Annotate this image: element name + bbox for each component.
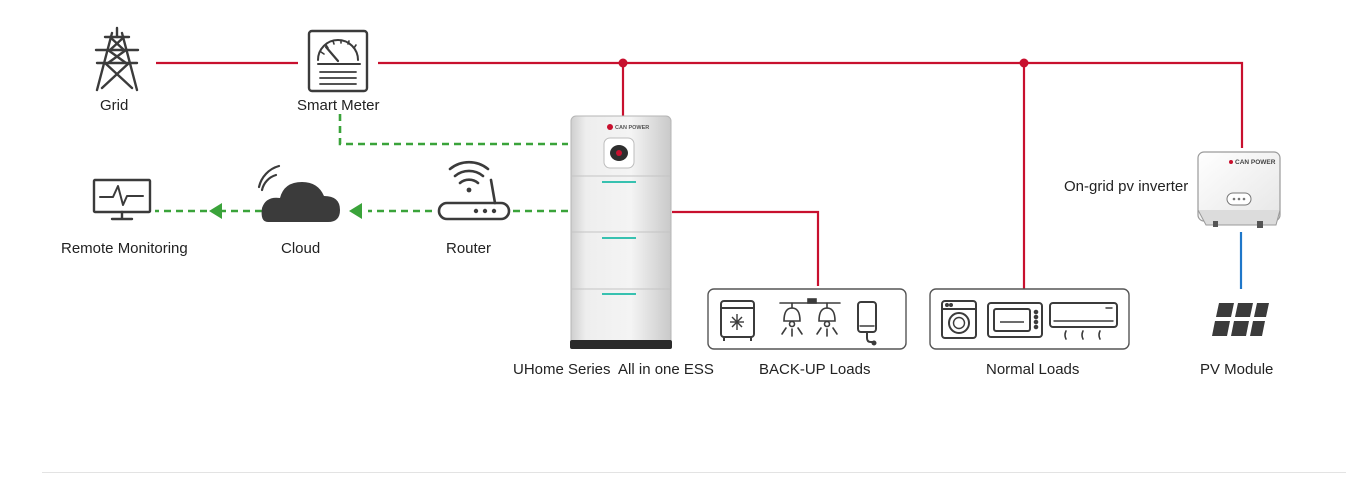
router-label: Router: [446, 240, 492, 257]
pv-module-label: PV Module: [1200, 361, 1274, 378]
ceiling-lamp-icon: [779, 298, 841, 337]
microwave-icon: [987, 302, 1043, 338]
normal-loads-label: Normal Loads: [986, 361, 1080, 378]
inverter-box: CAN POWER: [1197, 151, 1281, 228]
footer-divider: [42, 472, 1346, 473]
inverter-brand-logo: CAN POWER: [1235, 159, 1276, 166]
power-tower-icon: [94, 26, 140, 92]
main-ac-bus-line: [378, 61, 1244, 148]
ess-cabinet: CAN POWER: [570, 115, 672, 349]
normal-loads-box: [929, 288, 1130, 350]
backup-loads-label: BACK-UP Loads: [759, 361, 871, 378]
cloud-label: Cloud: [281, 240, 321, 257]
arrow-head: [349, 203, 362, 219]
inverter-label: On-grid pv inverter: [1064, 178, 1189, 195]
solar-panel-icon: [1212, 303, 1269, 336]
meter-comm-line: [338, 114, 568, 146]
ess-brand-logo: CAN POWER: [615, 125, 649, 131]
arrow-head: [209, 203, 222, 219]
freezer-icon: [720, 300, 755, 341]
grid-label: Grid: [100, 97, 129, 114]
junction-dot: [618, 58, 628, 68]
air-conditioner-icon: [1049, 302, 1118, 340]
monitor-pulse-icon: [92, 178, 152, 221]
wifi-router-icon: [437, 160, 511, 221]
phone-charger-icon: [857, 301, 877, 346]
data-lines: [155, 114, 568, 213]
cloud-wifi-icon: [257, 164, 340, 222]
power-lines: [156, 61, 1244, 290]
backup-loads-line: [672, 210, 820, 286]
ess-label: UHome Series All in one ESS: [513, 361, 714, 378]
washing-machine-icon: [941, 300, 977, 339]
smart-meter-label: Smart Meter: [297, 97, 380, 114]
meter-gauge-icon: [307, 29, 369, 93]
backup-loads-box: [707, 288, 907, 350]
junction-dot: [1019, 58, 1029, 68]
remote-monitoring-label: Remote Monitoring: [61, 240, 188, 257]
